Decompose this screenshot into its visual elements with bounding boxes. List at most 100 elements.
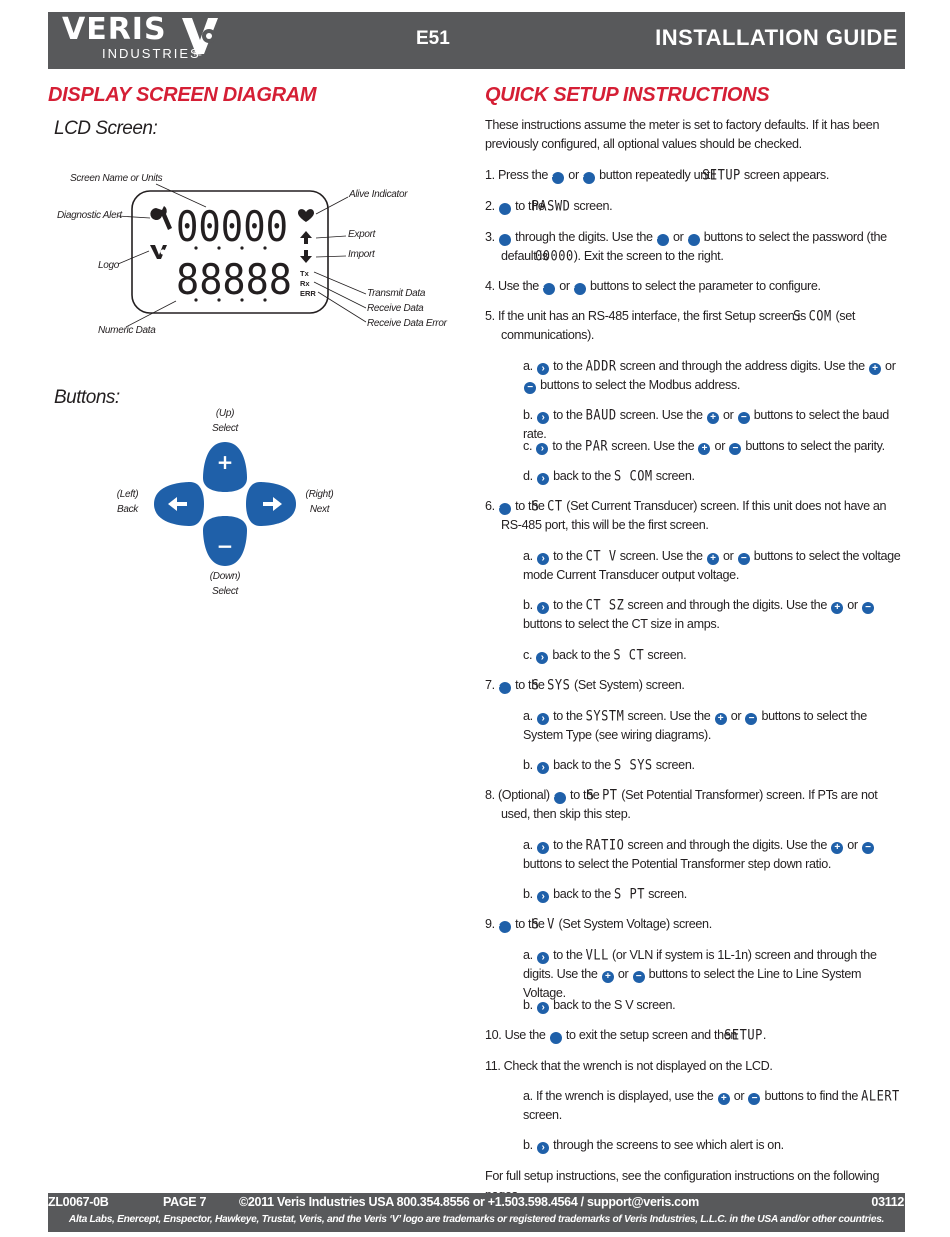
left-label-1: (Left) [116, 489, 139, 500]
label-numeric: Numeric Data [98, 325, 156, 336]
label-diagnostic: Diagnostic Alert [57, 210, 122, 221]
right-arrow-circle-icon: › [495, 234, 511, 246]
minus-circle-icon: − [737, 412, 750, 424]
right-label-1: (Right) [305, 489, 334, 500]
minus-circle-icon: − [748, 1093, 761, 1105]
left-arrow-icon [168, 497, 187, 511]
up-label-1: (Up) [215, 408, 235, 419]
down-button [203, 516, 247, 566]
right-arrow-circle-icon: › [536, 842, 549, 854]
right-arrow-circle-icon: › [536, 652, 549, 664]
right-arrow-circle-icon: › [536, 1002, 549, 1014]
step-7a: a. › to the SYSTM screen. Use the + or −… [523, 707, 867, 743]
minus-circle-icon: − [861, 602, 874, 614]
minus-circle-icon: − [729, 443, 742, 455]
minus-circle-icon: − [578, 172, 595, 184]
heart-icon [298, 209, 314, 222]
minus-circle-icon: − [494, 921, 511, 933]
minus-icon: − [217, 534, 234, 558]
trademark-notice: Alta Labs, Enercept, Enspector, Hawkeye,… [68, 1214, 885, 1225]
step-8: 8. (Optional) − to the S PT (Set Potenti… [485, 786, 878, 822]
plus-circle-icon: + [831, 602, 844, 614]
page-title: INSTALLATION GUIDE [655, 25, 898, 50]
down-label-2: Select [212, 586, 238, 597]
up-label-2: Select [212, 423, 238, 434]
label-screen-name: Screen Name or Units [70, 173, 163, 184]
step-5d: d. › back to the S COM screen. [523, 467, 695, 485]
step-11: 11. Check that the wrench is not display… [485, 1059, 773, 1073]
step-5b: b. › to the BAUD screen. Use the + or − … [523, 406, 889, 442]
minus-circle-icon: − [737, 553, 750, 565]
step-11b: b. › through the screens to see which al… [523, 1138, 784, 1154]
right-arrow-circle-icon: › [536, 891, 549, 903]
step-5: 5. If the unit has an RS-485 interface, … [485, 307, 856, 343]
right-label-2: Next [309, 504, 330, 515]
right-arrow-circle-icon: › [536, 952, 549, 964]
step-6c: c. › back to the S CT screen. [523, 646, 687, 664]
right-arrow-circle-icon: › [536, 713, 549, 725]
left-label-2: Back [116, 504, 139, 515]
export-arrow-icon [300, 231, 312, 244]
label-receive-error: Receive Data Error [367, 318, 447, 329]
step-3: 3. › through the digits. Use the + or − … [485, 230, 887, 265]
step-8b: b. › back to the S PT screen. [523, 885, 687, 903]
trademark-mark: TM [193, 52, 202, 58]
step-7b: b. › back to the S SYS screen. [523, 756, 695, 774]
lcd-top-digits: 00000 [176, 202, 288, 251]
display-section-title: DISPLAY SCREEN DIAGRAM [48, 84, 317, 106]
minus-circle-icon: − [745, 713, 758, 725]
plus-circle-icon: + [717, 1093, 730, 1105]
plus-circle-icon: + [706, 553, 719, 565]
minus-circle-icon: − [494, 503, 511, 515]
plus-circle-icon: + [698, 443, 711, 455]
lcd-diagram: Tx Rx ERR 00000 88888 [117, 183, 367, 328]
plus-circle-icon: + [868, 363, 881, 375]
veris-logo-icon [182, 18, 218, 54]
doc-code: 03112 [871, 1195, 904, 1209]
minus-circle-icon: − [632, 971, 645, 983]
plus-circle-icon: + [538, 283, 556, 295]
step-9: 9. − to the S V (Set System Voltage) scr… [485, 915, 712, 933]
label-alive: Alive Indicator [349, 189, 408, 200]
right-arrow-circle-icon: › [536, 363, 549, 375]
right-arrow-circle-icon: › [536, 602, 549, 614]
rx-indicator: Rx [300, 279, 310, 288]
err-indicator: ERR [300, 289, 316, 298]
button-pad: + − [154, 442, 296, 566]
plus-circle-icon: + [652, 234, 669, 246]
right-arrow-circle-icon: › [536, 553, 549, 565]
plus-icon: + [217, 450, 234, 474]
minus-circle-icon: − [494, 682, 511, 694]
up-button [203, 442, 247, 492]
right-arrow-circle-icon: › [536, 443, 549, 455]
step-6b: b. › to the CT SZ screen and through the… [523, 596, 905, 634]
step-8a: a. › to the RATIO screen and through the… [523, 836, 905, 874]
page-number: PAGE 7 [163, 1195, 207, 1209]
lcd-bottom-digits: 88888 [176, 255, 292, 304]
right-arrow-circle-icon: › [536, 473, 549, 485]
label-transmit: Transmit Data [367, 288, 426, 299]
footer-bar [48, 1193, 905, 1232]
model-number: E51 [416, 28, 450, 49]
step-9a: a. › to the VLL (or VLN if system is 1L-… [523, 946, 877, 1001]
step-4: 4. Use the + or − buttons to select the … [485, 279, 821, 295]
minus-circle-icon: − [549, 792, 566, 804]
brand-subtitle: INDUSTRIES [102, 46, 201, 61]
import-arrow-icon [300, 250, 312, 263]
left-arrow-circle-icon: ‹ [546, 1032, 562, 1044]
plus-circle-icon: + [547, 172, 565, 184]
buttons-heading: Buttons: [54, 387, 120, 408]
decimal-points [194, 246, 267, 302]
step-1: 1. Press the + or − button repeatedly un… [485, 166, 829, 184]
label-import: Import [348, 249, 375, 260]
step-9b: b. › back to the S V screen. [523, 998, 676, 1014]
lcd-heading: LCD Screen: [54, 118, 158, 139]
step-5c: c. › to the PAR screen. Use the + or − b… [523, 437, 885, 455]
contact-info: ©2011 Veris Industries USA 800.354.8556 … [239, 1195, 699, 1209]
minus-circle-icon: − [861, 842, 874, 854]
plus-circle-icon: + [714, 713, 727, 725]
right-arrow-icon [263, 497, 282, 511]
label-receive: Receive Data [367, 303, 424, 314]
step-6a: a. › to the CT V screen. Use the + or − … [523, 547, 901, 583]
plus-circle-icon: + [706, 412, 719, 424]
